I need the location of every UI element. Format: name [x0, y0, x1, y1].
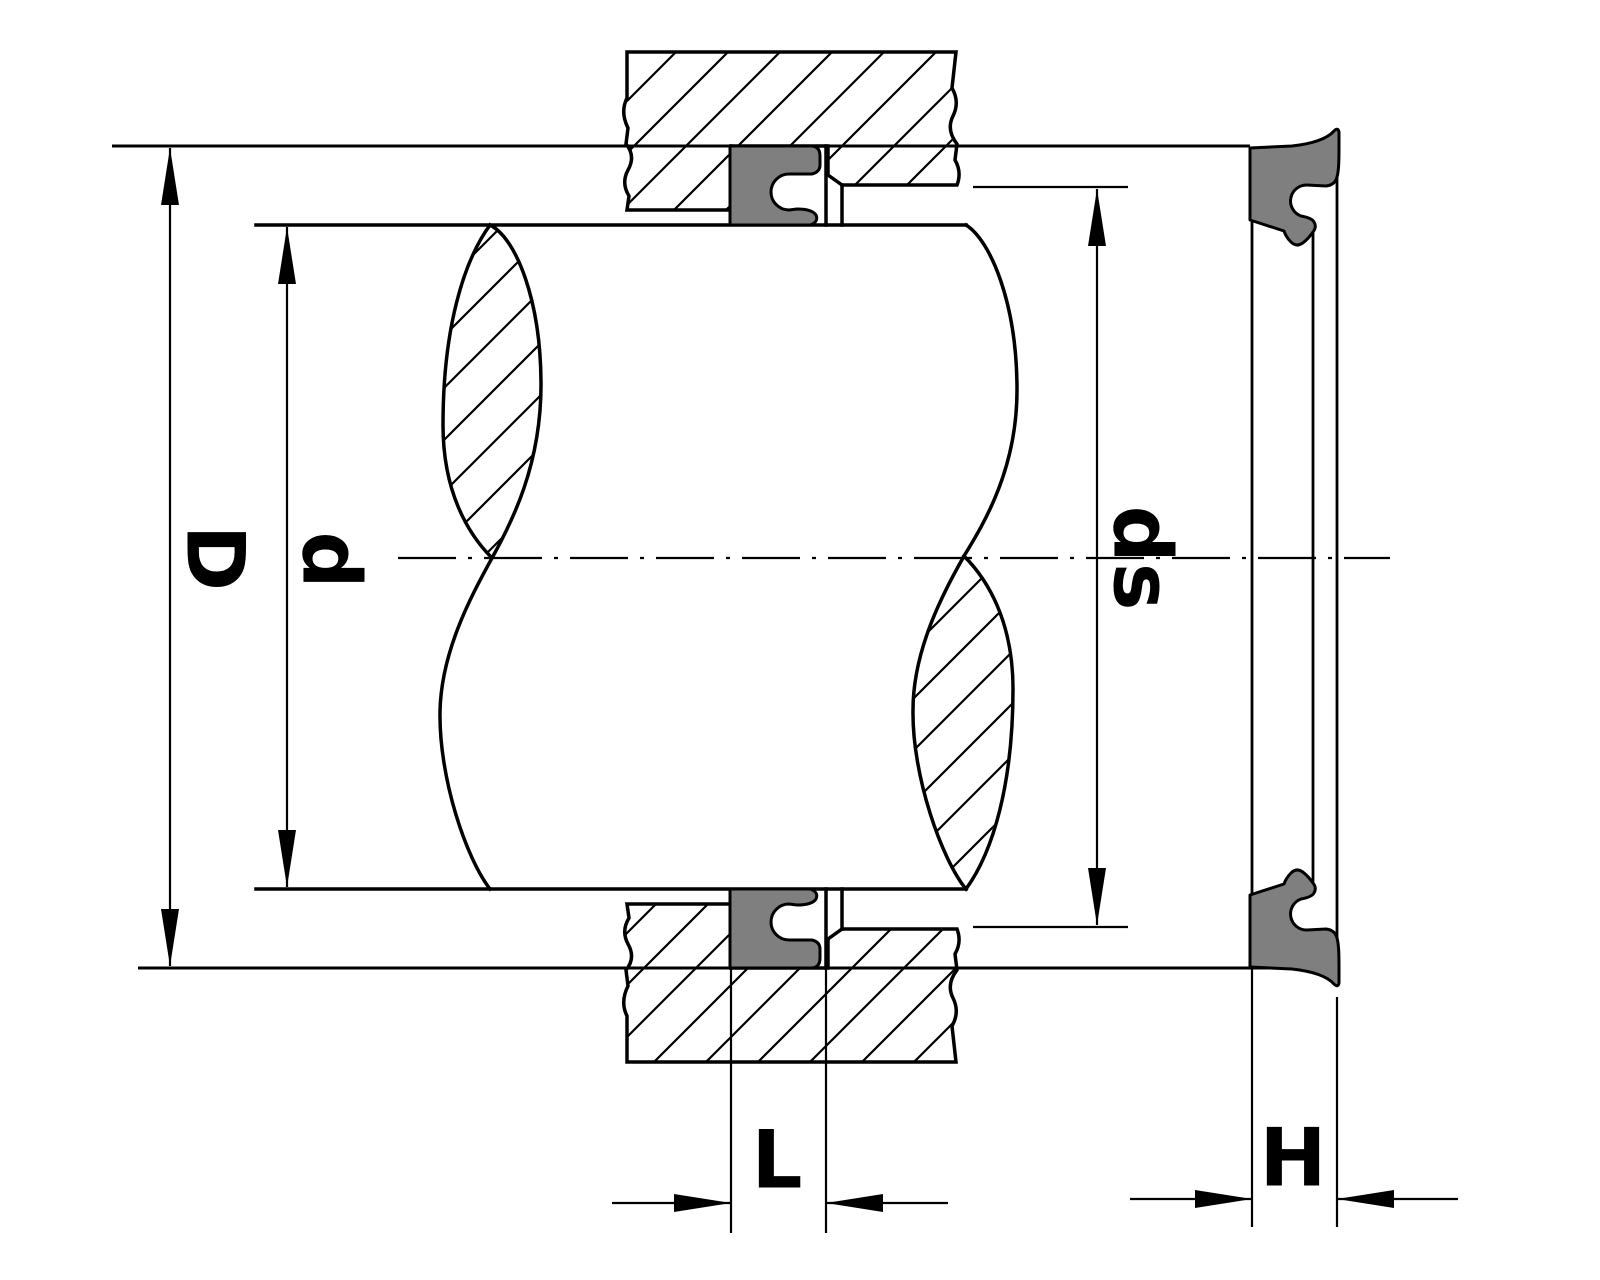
- seal-detail-view: [1248, 127, 1341, 988]
- dimension-d: d: [278, 227, 378, 887]
- rod-break-left-lens-hatch: [443, 225, 541, 558]
- housing-bottom-body: [622, 902, 961, 1064]
- dimension-ds-arrow-up: [1088, 189, 1106, 246]
- seal-detail-top-section: [1248, 127, 1341, 247]
- dimension-H-arrow-right: [1337, 1190, 1394, 1208]
- dimension-L-label: L: [752, 1114, 803, 1207]
- dimension-d-arrow-down: [278, 830, 296, 887]
- dimension-H-arrow-left: [1195, 1190, 1252, 1208]
- rod-break-left-arc: [441, 222, 495, 561]
- housing-top: [622, 50, 961, 227]
- dimension-L-arrow-right: [826, 1194, 883, 1212]
- dimension-ds: ds: [973, 185, 1189, 929]
- seal-detail-bottom-section: [1248, 868, 1341, 988]
- dimension-D-arrow-down: [161, 909, 179, 966]
- dimension-H: H: [1130, 968, 1458, 1227]
- dimension-ds-label: ds: [1096, 506, 1189, 611]
- housing-top-body: [622, 50, 961, 212]
- dimension-D: D: [161, 148, 262, 966]
- dimension-L-arrow-left: [674, 1194, 731, 1212]
- wiper-seal-bottom-installed: [728, 887, 822, 970]
- dimension-L: L: [612, 968, 948, 1233]
- dimension-d-arrow-up: [278, 227, 296, 284]
- housing-bottom: [622, 887, 961, 1064]
- rod-breaks: [438, 222, 1019, 892]
- rod-break-right-arc: [961, 553, 1015, 892]
- wiper-seal-top-installed: [728, 144, 822, 227]
- dimension-D-arrow-up: [161, 148, 179, 205]
- dimension-d-label: d: [285, 531, 378, 588]
- dimension-H-label: H: [1260, 1112, 1327, 1205]
- dimension-D-label: D: [169, 525, 262, 591]
- dimension-ds-arrow-down: [1088, 868, 1106, 925]
- rod-break-right-lens-hatch: [912, 556, 1013, 889]
